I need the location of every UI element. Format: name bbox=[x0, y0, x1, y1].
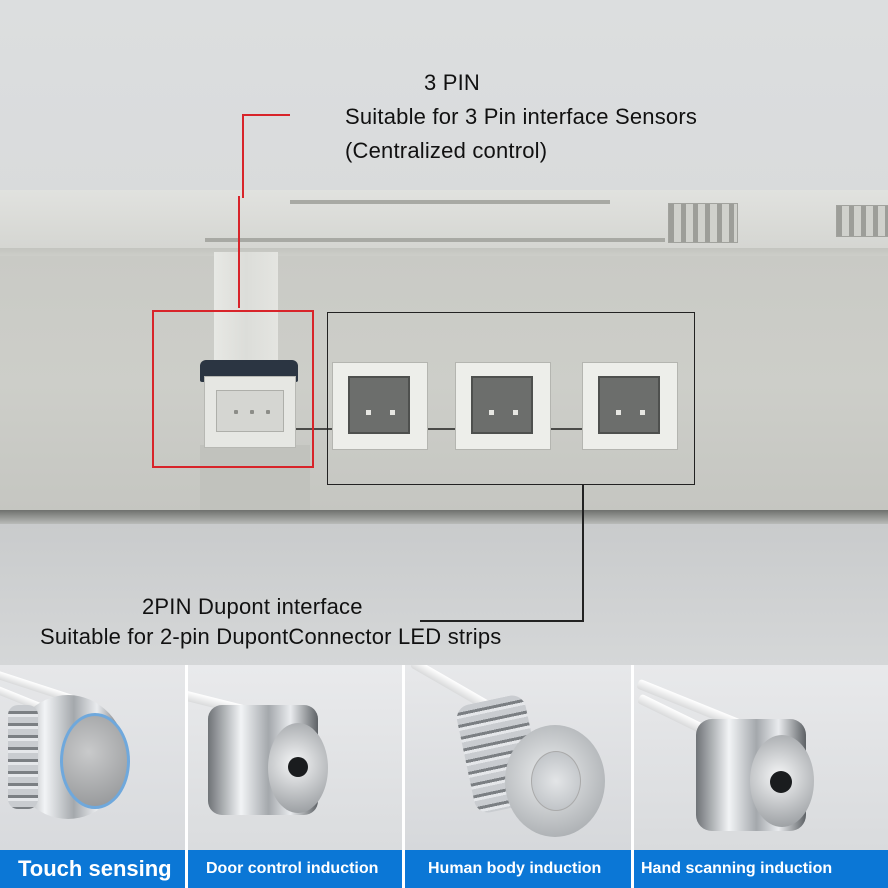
door-sensor-photo bbox=[188, 665, 402, 850]
ribbon-cable bbox=[214, 252, 278, 364]
panel-divider bbox=[631, 665, 634, 888]
connector-recess bbox=[200, 445, 310, 510]
2pin-highlight-box bbox=[327, 312, 695, 485]
sensor-lens bbox=[770, 771, 792, 793]
pin bbox=[250, 410, 254, 414]
terminal-block bbox=[668, 203, 738, 243]
controller-edge bbox=[0, 248, 888, 258]
controller-shadow bbox=[0, 510, 888, 524]
panel-divider bbox=[185, 665, 188, 888]
pin bbox=[489, 410, 494, 415]
socket-wire bbox=[296, 428, 336, 430]
panel-divider bbox=[402, 665, 405, 888]
vent-slot bbox=[290, 200, 610, 204]
2pin-description: Suitable for 2-pin DupontConnector LED s… bbox=[40, 624, 502, 649]
3pin-callout-line bbox=[238, 196, 240, 308]
caption-touch-sensing: Touch sensing bbox=[18, 856, 172, 881]
3pin-description: Suitable for 3 Pin interface Sensors bbox=[345, 104, 698, 129]
3pin-title: 3 PIN bbox=[424, 70, 481, 95]
3pin-callout-line bbox=[244, 114, 290, 116]
3pin-highlight-box bbox=[152, 310, 314, 468]
pin bbox=[266, 410, 270, 414]
caption-bar bbox=[0, 850, 888, 888]
caption-door-control: Door control induction bbox=[206, 860, 379, 877]
pin bbox=[616, 410, 621, 415]
socket-wire bbox=[550, 428, 584, 430]
sensor-thread bbox=[8, 705, 38, 809]
sensor-lens bbox=[288, 757, 308, 777]
terminal-block bbox=[836, 205, 888, 237]
caption-hand-scanning: Hand scanning induction bbox=[641, 860, 833, 877]
socket-cavity bbox=[598, 376, 660, 434]
caption-human-body: Human body induction bbox=[428, 860, 602, 877]
body-sensor-photo bbox=[405, 665, 631, 850]
surface bbox=[0, 524, 888, 665]
pin bbox=[366, 410, 371, 415]
2pin-callout-line bbox=[420, 620, 584, 622]
socket-cavity bbox=[471, 376, 533, 434]
pir-lens bbox=[531, 751, 581, 811]
touch-pad bbox=[60, 713, 130, 809]
2pin-callout-line bbox=[582, 485, 584, 621]
pin bbox=[234, 410, 238, 414]
pin bbox=[513, 410, 518, 415]
socket-cavity bbox=[348, 376, 410, 434]
controller-front-panel bbox=[0, 256, 888, 512]
3pin-callout-line bbox=[242, 114, 244, 198]
socket-wire bbox=[424, 428, 456, 430]
vent-slot bbox=[205, 238, 665, 242]
3pin-note: (Centralized control) bbox=[345, 138, 548, 163]
pin bbox=[390, 410, 395, 415]
pin bbox=[640, 410, 645, 415]
2pin-title: 2PIN Dupont interface bbox=[142, 594, 363, 619]
touch-sensor-photo bbox=[0, 665, 185, 850]
hand-sensor-photo bbox=[634, 665, 888, 850]
